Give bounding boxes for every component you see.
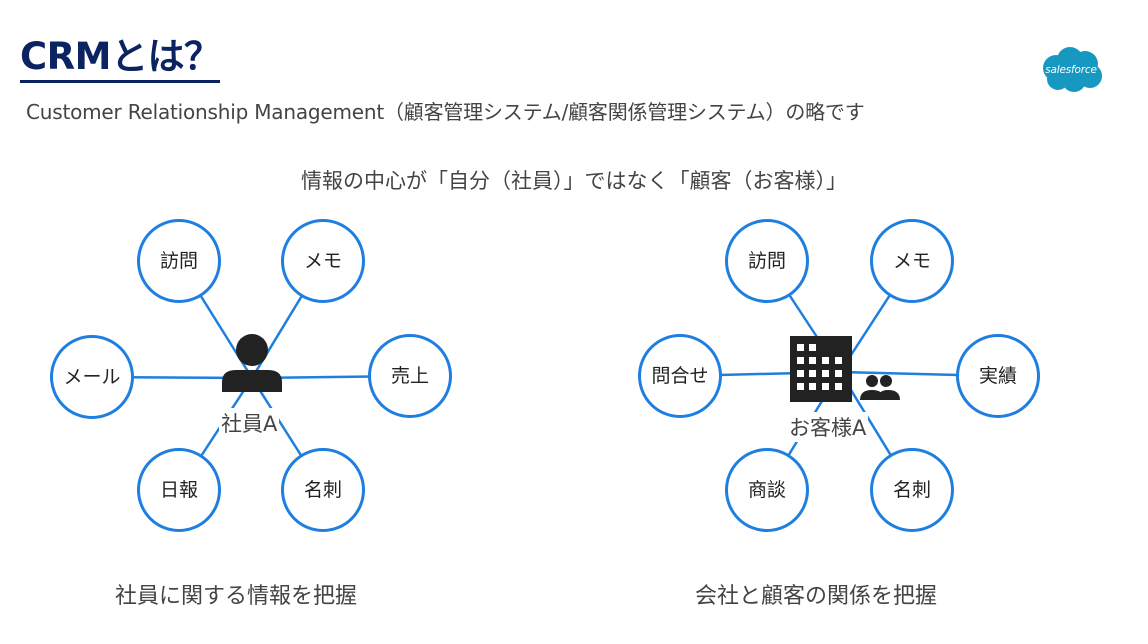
slide-title: CRMとは？: [20, 34, 221, 83]
right-node-visit: 訪問: [725, 219, 809, 303]
building-icon: [790, 336, 852, 402]
left-node-visit: 訪問: [137, 219, 221, 303]
left-node-daily-report: 日報: [137, 448, 221, 532]
person-icon: [222, 334, 282, 392]
left-node-memo: メモ: [281, 219, 365, 303]
right-node-negotiation: 商談: [725, 448, 809, 532]
right-node-results: 実績: [956, 334, 1040, 418]
right-caption: 会社と顧客の関係を把握: [695, 584, 938, 609]
right-node-memo: メモ: [870, 219, 954, 303]
left-node-mail: メール: [50, 335, 134, 419]
left-node-business-card: 名刺: [281, 448, 365, 532]
people-icon: [860, 375, 900, 400]
cloud-icon: [1043, 47, 1102, 92]
right-center-label: お客様A: [787, 412, 869, 442]
right-node-business-card: 名刺: [870, 448, 954, 532]
lead-text: 情報の中心が「自分（社員）」ではなく「顧客（お客様）」: [301, 169, 847, 193]
left-center-label: 社員A: [219, 408, 280, 438]
salesforce-logo: salesforce: [1038, 46, 1104, 94]
slide-subtitle: Customer Relationship Management（顧客管理システ…: [26, 100, 865, 124]
logo-text: salesforce: [1045, 64, 1097, 76]
right-node-inquiry: 問合せ: [638, 334, 722, 418]
left-caption: 社員に関する情報を把握: [115, 584, 358, 609]
left-node-sales: 売上: [368, 334, 452, 418]
